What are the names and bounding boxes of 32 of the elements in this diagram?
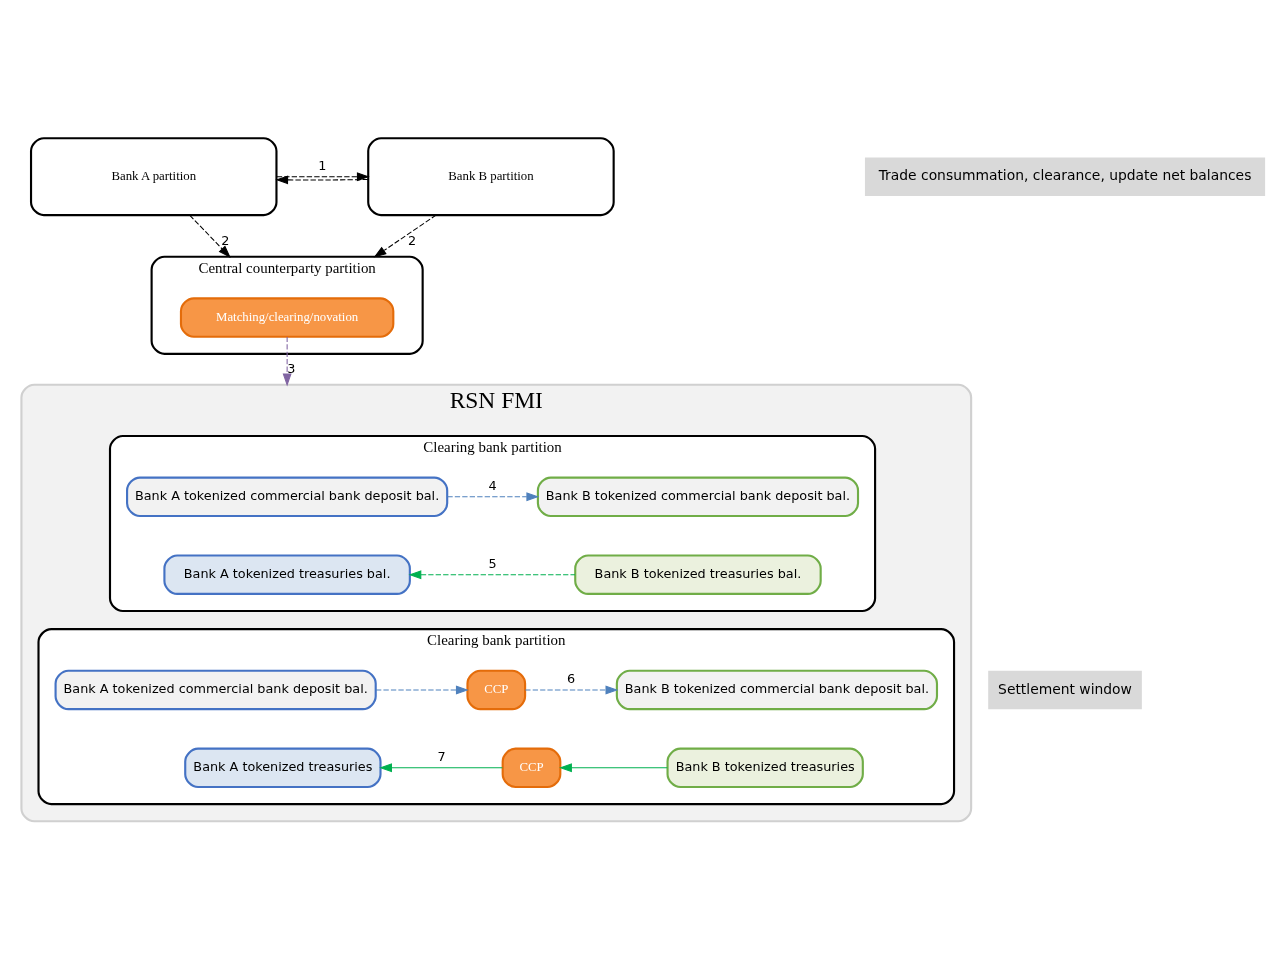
- edge-label: 1: [318, 157, 327, 173]
- edge-label: 2: [407, 232, 417, 248]
- node-box: Bank A tokenized commercial bank deposit bal.: [54, 669, 377, 710]
- node-box: Bank A tokenized treasuries: [184, 747, 382, 788]
- edge-label: 7: [437, 748, 446, 764]
- edge-label: 3: [287, 360, 296, 376]
- node-box: Bank B partition: [367, 136, 615, 216]
- arrow: [446, 491, 540, 501]
- edge-label: 5: [488, 555, 497, 571]
- arrow: [189, 214, 231, 258]
- node-box: Bank A tokenized commercial bank deposit bal.: [126, 476, 449, 517]
- label: Trade consummation, clearance, update net balances: [878, 166, 1252, 183]
- node-box: Bank A tokenized treasuries bal.: [163, 553, 411, 595]
- label: Settlement window: [998, 680, 1132, 697]
- node-box: Bank B tokenized commercial bank deposit bal.: [536, 476, 860, 517]
- arrow: [375, 684, 469, 694]
- arrow: [282, 335, 292, 386]
- arrow: [408, 569, 576, 579]
- arrow: [379, 762, 503, 772]
- node-box: Bank B tokenized commercial bank deposit bal.: [615, 669, 939, 710]
- node-box: Matching/clearing/novation: [179, 296, 395, 338]
- node-box: Bank B tokenized treasuries bal.: [574, 553, 822, 595]
- edge-label: 2: [221, 232, 230, 248]
- arrow: [559, 762, 668, 772]
- edge-label: 6: [566, 670, 576, 686]
- arrow: [373, 214, 437, 258]
- edge-label: 4: [488, 477, 497, 493]
- node-box: CCP: [501, 747, 562, 788]
- arrow: [524, 684, 619, 694]
- node-box: CCP: [466, 669, 527, 710]
- node-box: Bank A partition: [29, 136, 278, 216]
- node-box: Bank B tokenized treasuries: [666, 747, 864, 788]
